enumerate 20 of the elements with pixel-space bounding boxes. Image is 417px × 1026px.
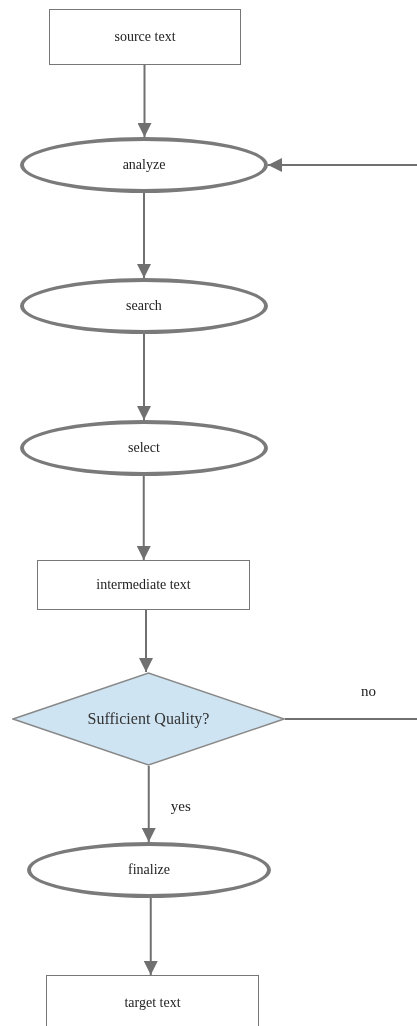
arrow: [267, 158, 417, 172]
arrow: [141, 765, 156, 843]
arrow: [137, 192, 151, 279]
decision-diamond: [12, 672, 285, 766]
arrow: [136, 475, 151, 561]
node-label: target text: [124, 995, 181, 1011]
process-box: [37, 560, 250, 610]
arrow: [137, 64, 152, 138]
node-label: analyze: [122, 157, 166, 173]
node-label: search: [126, 298, 162, 314]
process-box: [46, 975, 259, 1026]
arrow: [139, 609, 153, 673]
arrow: [137, 333, 151, 421]
arrow: [143, 897, 158, 976]
node-label: select: [128, 440, 160, 456]
node-label: Sufficient Quality?: [87, 709, 210, 729]
node-label: source text: [114, 29, 176, 45]
node-label: finalize: [128, 862, 170, 878]
node-label: intermediate text: [96, 577, 191, 593]
process-box: [49, 9, 241, 65]
